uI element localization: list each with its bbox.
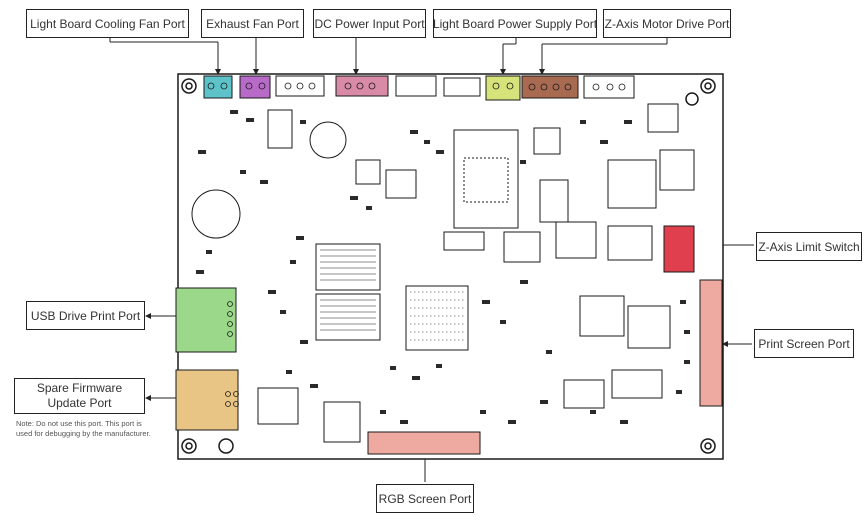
z-limit-connector [663, 225, 695, 273]
dc-power-input-port-label: DC Power Input Port [313, 9, 426, 38]
board-components [191, 103, 695, 443]
z-axis-motor-drive-port-label: Z-Axis Motor Drive Port [603, 9, 731, 38]
connector-pins [207, 82, 626, 91]
passive-components [196, 110, 690, 424]
light-board-power-supply-port-label: Light Board Power Supply Port [433, 9, 597, 38]
print-screen-port-label: Print Screen Port [754, 329, 854, 358]
left-connector-pins [225, 301, 239, 407]
rgb-screen-port-label: RGB Screen Port [376, 484, 474, 513]
usb-drive-print-port-label: USB Drive Print Port [26, 301, 145, 330]
spare-firmware-update-port-label: Spare Firmware Update Port [14, 378, 145, 414]
print-screen-connector [699, 279, 723, 407]
circuit-board [177, 73, 724, 460]
mounting-holes [181, 78, 716, 454]
exhaust-fan-port-label: Exhaust Fan Port [201, 9, 304, 38]
light-board-cooling-fan-port-label: Light Board Cooling Fan Port [26, 9, 189, 38]
top-connectors [203, 75, 635, 101]
debug-port-note: Note: Do not use this port. This port is… [16, 419, 151, 438]
z-axis-limit-switch-label: Z-Axis Limit Switch [756, 232, 862, 261]
usb-connector [175, 287, 237, 353]
firmware-connector [175, 369, 239, 431]
rgb-screen-connector [367, 431, 481, 455]
